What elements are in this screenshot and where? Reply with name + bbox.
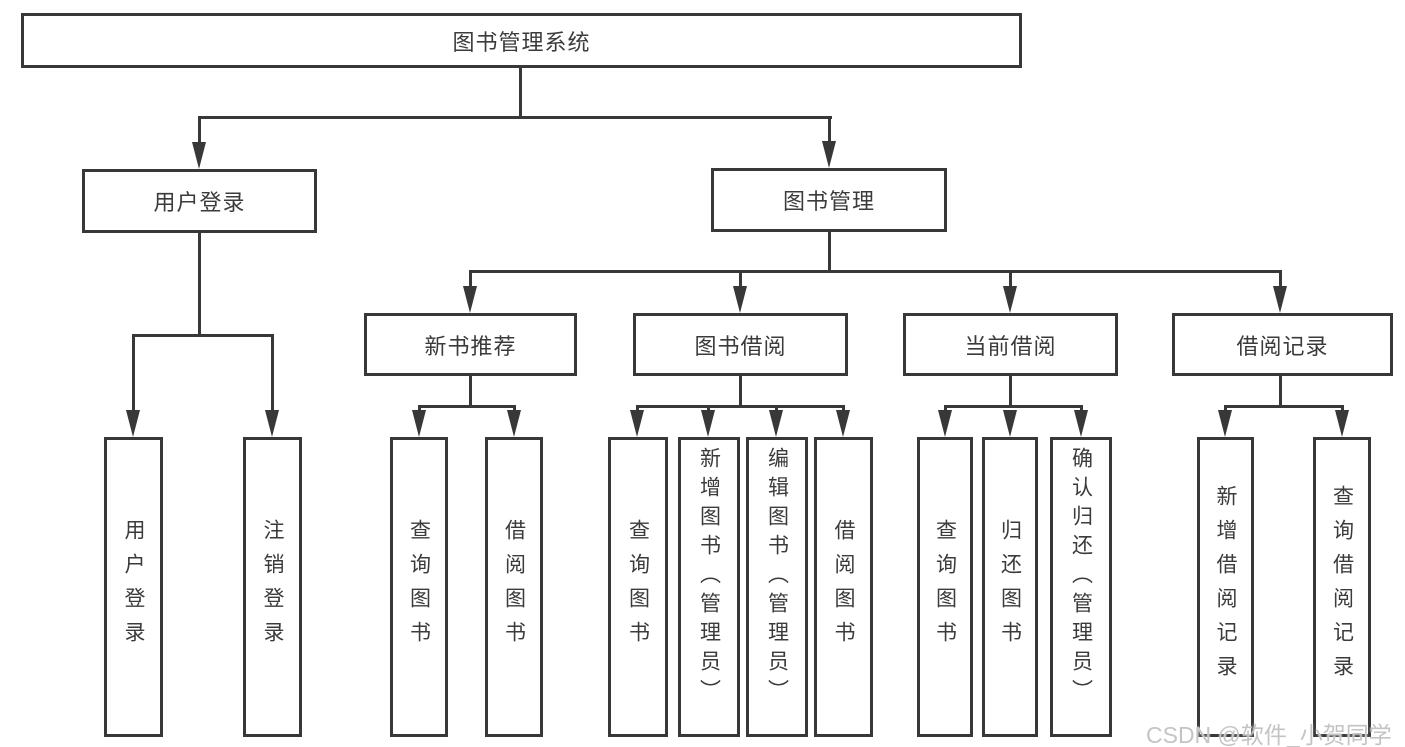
arrow-down (265, 410, 279, 437)
leaf-label: 新增图书（管理员） (697, 447, 721, 708)
connector-line (828, 231, 831, 273)
leaf-add-borrow-record: 新增借阅记录 (1197, 437, 1254, 737)
arrow-down (836, 410, 850, 437)
connector-line (636, 405, 845, 408)
node-label: 图书管理 (782, 189, 875, 214)
leaf-borrow-book: 借阅图书 (814, 437, 873, 737)
leaf-query-books-borrow: 查询图书 (608, 437, 668, 737)
connector-line (828, 116, 831, 146)
arrow-down (1074, 410, 1088, 437)
connector-line (198, 116, 201, 146)
arrow-down (938, 410, 952, 437)
arrow-down (412, 410, 426, 437)
node-label: 图书借阅 (694, 333, 787, 359)
leaf-borrow-books-recommend: 借阅图书 (485, 437, 543, 737)
connector-line (469, 374, 472, 408)
connector-line (519, 66, 522, 119)
connector-line (1009, 374, 1012, 408)
leaf-add-book-admin: 新增图书（管理员） (678, 437, 740, 737)
arrow-down (733, 286, 747, 313)
connector-line (1279, 374, 1282, 408)
leaf-label: 确认归还（管理员） (1069, 447, 1093, 708)
arrow-down (1335, 410, 1349, 437)
leaf-label: 编辑图书（管理员） (765, 447, 789, 708)
node-label: 当前借阅 (964, 333, 1057, 359)
csdn-watermark: CSDN @软件_小贺同学 (1146, 722, 1392, 747)
node-book-borrowing: 图书借阅 (633, 313, 848, 376)
connector-line (469, 270, 472, 290)
node-user-login: 用户登录 (82, 169, 317, 233)
node-label: 用户登录 (153, 190, 246, 215)
connector-line (469, 270, 1282, 273)
leaf-label: 新增借阅记录 (1214, 485, 1237, 689)
connector-line (418, 405, 516, 408)
leaf-query-books-current: 查询图书 (917, 437, 973, 737)
arrow-down (463, 286, 477, 313)
leaf-query-borrow-record: 查询借阅记录 (1313, 437, 1371, 737)
leaf-label: 归还图书 (998, 519, 1022, 655)
arrow-down (192, 142, 206, 169)
arrow-down (1273, 286, 1287, 313)
leaf-confirm-return-admin: 确认归还（管理员） (1050, 437, 1112, 737)
node-label: 图书管理系统 (452, 29, 591, 55)
connector-line (1279, 270, 1282, 290)
leaf-label: 注销登录 (261, 519, 284, 655)
arrow-down (769, 410, 783, 437)
connector-line (739, 374, 742, 408)
connector-line (739, 270, 742, 290)
connector-line (271, 334, 274, 414)
node-borrowing-records: 借阅记录 (1172, 313, 1393, 376)
arrow-down (507, 410, 521, 437)
leaf-user-login: 用户登录 (104, 437, 163, 737)
arrow-down (1003, 410, 1017, 437)
node-library-management-system: 图书管理系统 (21, 13, 1022, 68)
arrow-down (630, 410, 644, 437)
connector-line (198, 231, 201, 337)
node-label: 借阅记录 (1236, 333, 1329, 359)
leaf-edit-book-admin: 编辑图书（管理员） (746, 437, 808, 737)
node-current-borrowing: 当前借阅 (903, 313, 1118, 376)
node-label: 新书推荐 (424, 333, 517, 359)
leaf-label: 查询图书 (407, 519, 431, 655)
connector-line (132, 334, 274, 337)
connector-line (1224, 405, 1344, 408)
node-book-management: 图书管理 (711, 168, 947, 232)
node-new-book-recommendation: 新书推荐 (364, 313, 577, 376)
leaf-label: 查询图书 (626, 519, 650, 655)
leaf-label: 借阅图书 (832, 519, 855, 655)
connector-line (198, 116, 832, 119)
leaf-label: 查询图书 (933, 519, 957, 655)
leaf-label: 借阅图书 (502, 519, 526, 655)
connector-line (132, 334, 135, 414)
arrow-down (1003, 286, 1017, 313)
leaf-label: 查询借阅记录 (1330, 485, 1354, 689)
leaf-return-book: 归还图书 (982, 437, 1038, 737)
leaf-logout: 注销登录 (243, 437, 302, 737)
arrow-down (822, 141, 836, 168)
connector-line (1009, 270, 1012, 290)
arrow-down (1218, 410, 1232, 437)
connector-line (944, 405, 1083, 408)
leaf-query-books-recommend: 查询图书 (390, 437, 448, 737)
arrow-down (701, 410, 715, 437)
arrow-down (126, 410, 140, 437)
leaf-label: 用户登录 (122, 519, 145, 655)
